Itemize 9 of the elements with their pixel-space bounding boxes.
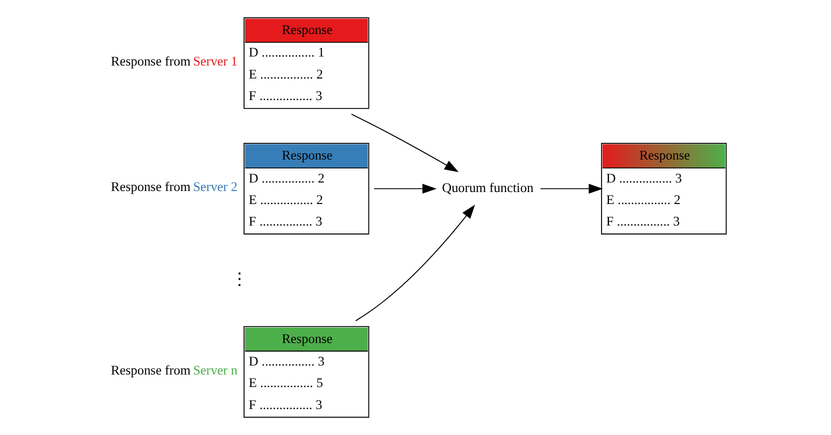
node-text: Quorum function xyxy=(442,180,534,196)
arrow xyxy=(355,204,476,322)
label: ⋮ xyxy=(230,269,248,288)
node-label: Response from Server n xyxy=(110,362,238,378)
arrow xyxy=(350,114,459,172)
node-label: Response from Server 2 xyxy=(110,179,238,194)
node-label: Response from Server 1 xyxy=(110,54,238,69)
arrow xyxy=(540,184,603,194)
arrow xyxy=(374,184,437,194)
